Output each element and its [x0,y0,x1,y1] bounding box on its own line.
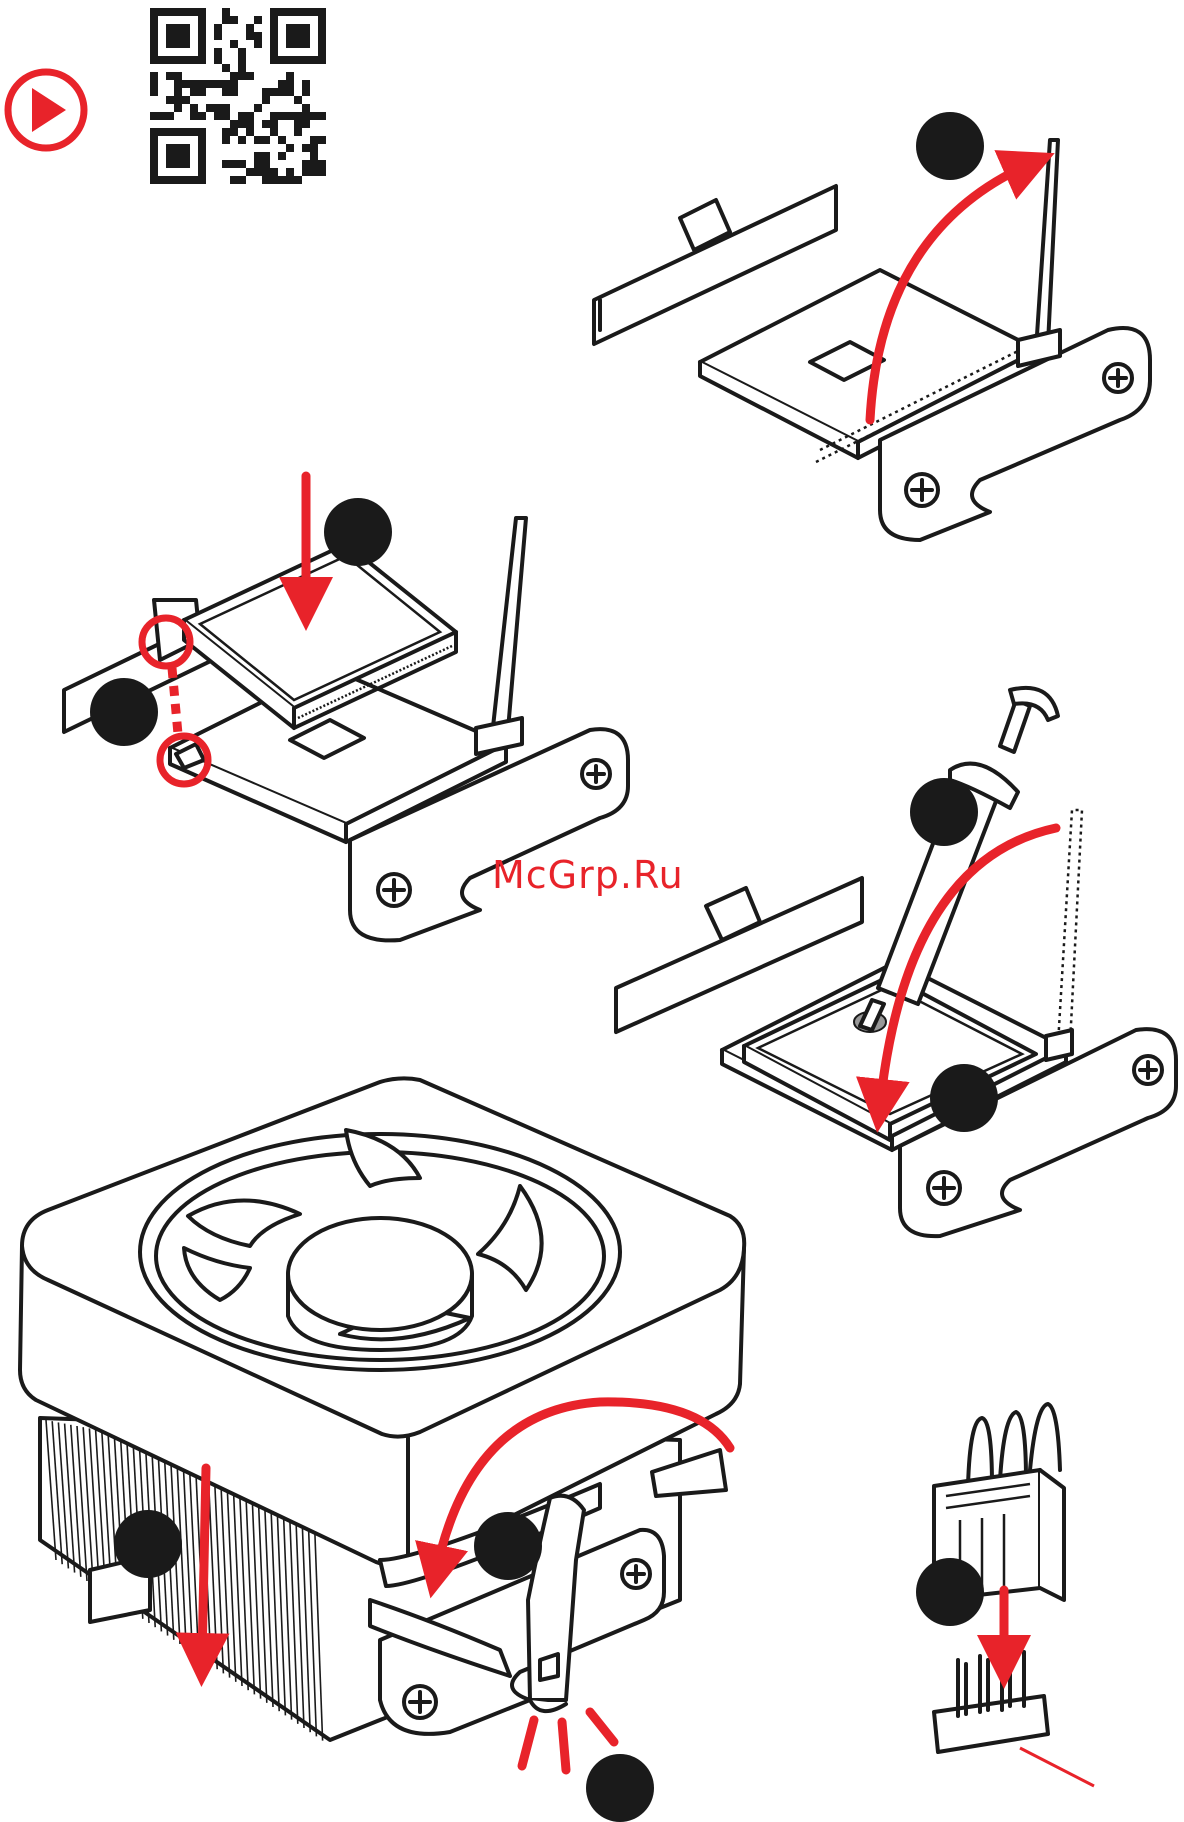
panel-install-cooler [20,1078,744,1822]
watermark: McGrp.Ru [492,853,684,897]
step-3-badge [90,678,158,746]
step-8-badge [586,1754,654,1822]
step-9-badge [916,1558,984,1626]
qr-code-icon[interactable] [150,8,326,184]
step-5-badge [930,1064,998,1132]
step-4-badge [910,778,978,846]
step-2-badge [324,498,392,566]
play-icon[interactable] [8,72,84,148]
step-6-badge [114,1510,182,1578]
step-7-badge [474,1512,542,1580]
step-1-badge [916,112,984,180]
panel-open-lever [594,112,1150,540]
panel-apply-paste [616,688,1176,1236]
panel-connect-fan [916,1404,1094,1786]
